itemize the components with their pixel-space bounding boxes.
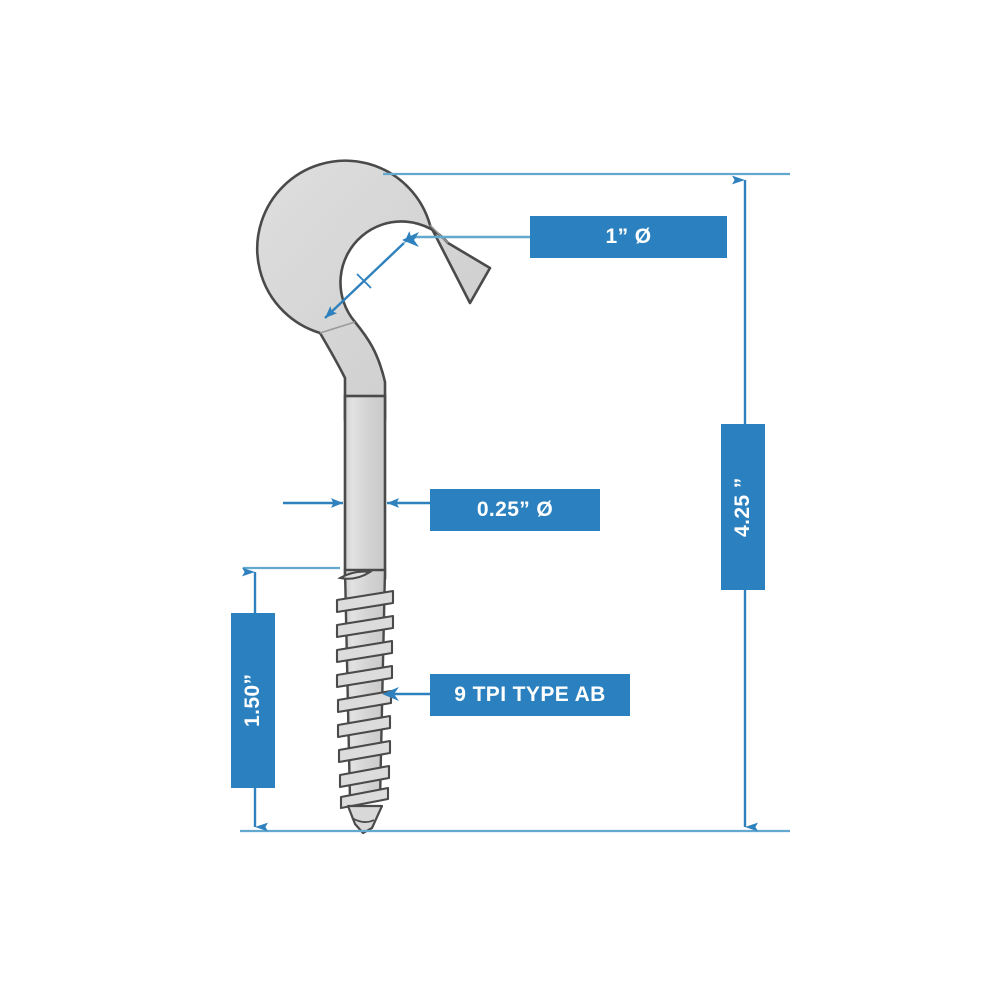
hook-facet-seam-top — [429, 224, 449, 244]
hook-curve — [256, 159, 492, 422]
callout-overall-length[interactable]: 4.25 ” — [721, 424, 765, 590]
callout-thread-length[interactable]: 1.50” — [231, 613, 275, 788]
leader-thread-spec — [382, 687, 430, 701]
extension-lines — [240, 172, 790, 833]
hook-outline — [256, 159, 492, 422]
callout-shank-diameter-text: 0.25” Ø — [476, 498, 554, 521]
screw-hook-part — [256, 159, 492, 835]
shank-body — [343, 394, 387, 580]
hook-facet-seam-bottom — [319, 321, 356, 334]
leader-hook-arrowhead — [402, 232, 419, 247]
threaded-section — [335, 568, 395, 835]
thread-turns — [335, 589, 395, 810]
leader-hook-diameter — [402, 232, 530, 247]
dimension-hook-diameter — [324, 231, 417, 319]
thread-lead-in — [337, 570, 373, 580]
dim-hook-centre-tick — [356, 273, 372, 289]
callout-hook-diameter[interactable]: 1” Ø — [530, 216, 727, 258]
callout-shank-diameter[interactable]: 0.25” Ø — [430, 489, 600, 531]
callout-thread-spec[interactable]: 9 TPI TYPE AB — [430, 674, 630, 716]
callout-thread-length-text: 1.50” — [241, 673, 264, 728]
screw-point-flute — [351, 817, 375, 823]
callout-hook-diameter-text: 1” Ø — [605, 225, 652, 248]
callout-thread-spec-text: 9 TPI TYPE AB — [454, 683, 606, 706]
shank — [343, 394, 387, 580]
leader-thread-arrowhead — [382, 687, 399, 701]
callout-overall-length-text: 4.25 ” — [731, 477, 754, 537]
